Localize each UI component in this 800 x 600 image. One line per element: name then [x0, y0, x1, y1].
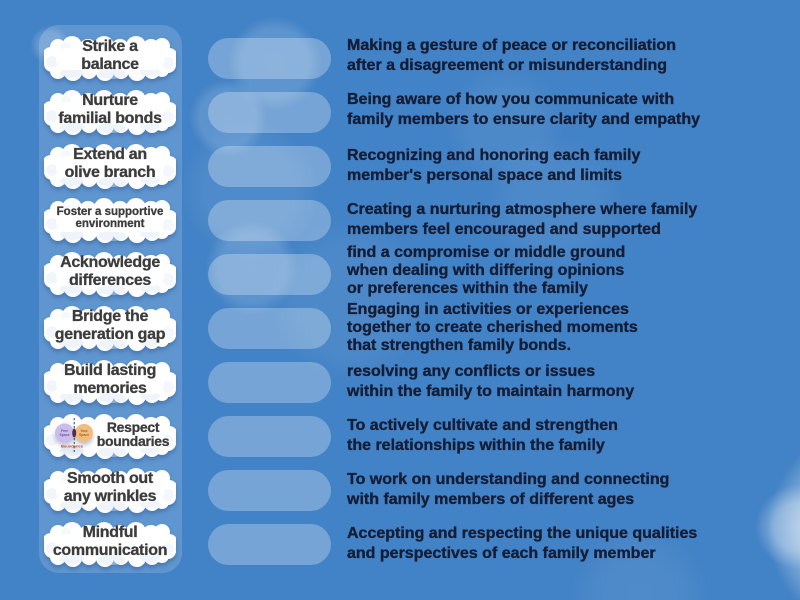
svg-text:Your: Your [80, 429, 88, 433]
svg-text:Free: Free [61, 429, 68, 433]
svg-text:Boundaries: Boundaries [61, 444, 84, 449]
svg-text:Space: Space [79, 433, 89, 437]
svg-text:Space: Space [60, 433, 70, 437]
